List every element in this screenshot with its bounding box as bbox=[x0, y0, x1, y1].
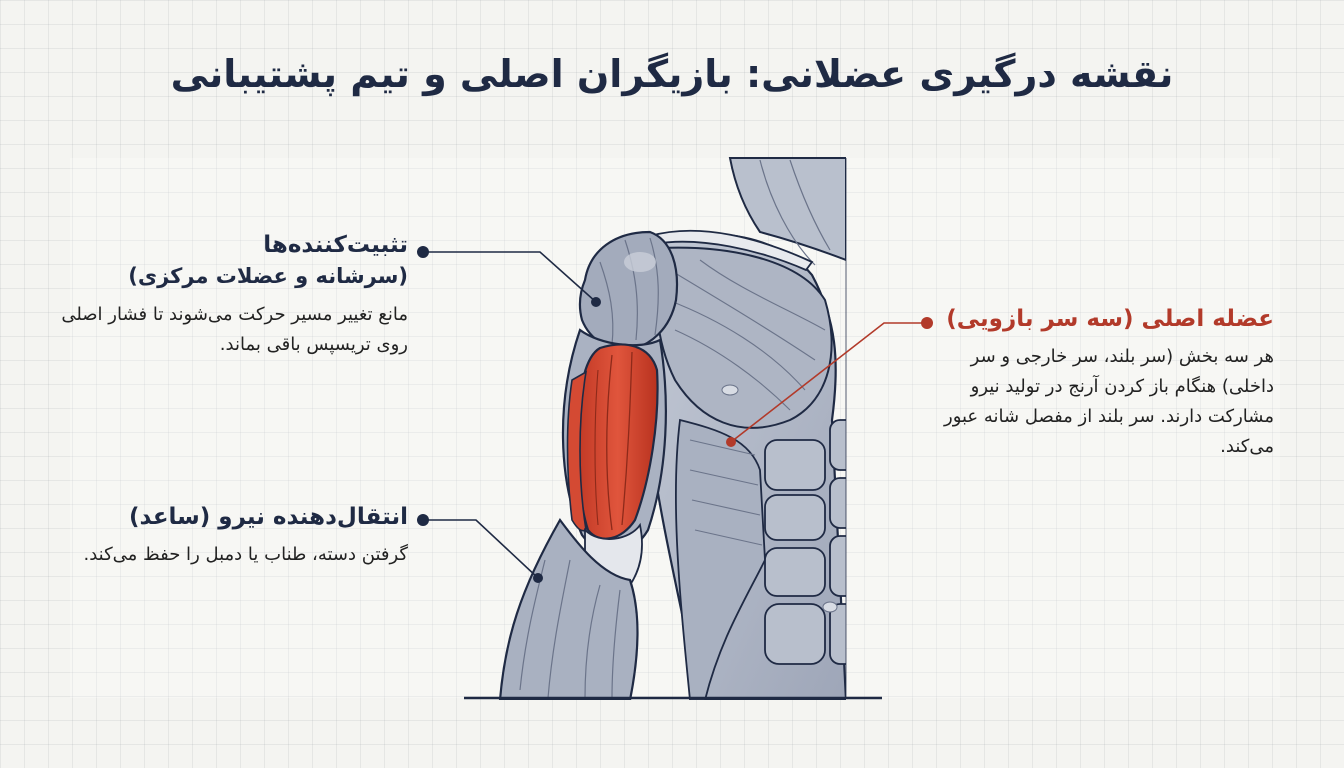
callout-prime-mover: عضله اصلی (سه سر بازویی) هر سه بخش (سر ب… bbox=[944, 304, 1274, 462]
page-title: نقشه درگیری عضلانی: بازیگران اصلی و تیم … bbox=[170, 52, 1174, 96]
prime-mover-heading: عضله اصلی (سه سر بازویی) bbox=[946, 306, 1274, 332]
stabilizers-body: مانع تغییر مسیر حرکت می‌شوند تا فشار اصل… bbox=[61, 304, 408, 355]
forearm-muscle bbox=[498, 518, 639, 700]
abdominal-muscles bbox=[764, 419, 846, 665]
callout-stabilizers: تثبیت‌کننده‌ها (سرشانه و عضلات مرکزی) ما… bbox=[48, 230, 408, 360]
force-transfer-heading: انتقال‌دهنده نیرو (ساعد) bbox=[129, 504, 408, 530]
force-transfer-body: گرفتن دسته، طناب یا دمبل را حفظ می‌کند. bbox=[83, 544, 408, 565]
clavicle bbox=[648, 229, 814, 272]
stabilizers-heading: تثبیت‌کننده‌ها bbox=[263, 232, 408, 258]
callout-force-transfer: انتقال‌دهنده نیرو (ساعد) گرفتن دسته، طنا… bbox=[48, 502, 408, 570]
leader-prime-mover bbox=[726, 317, 933, 447]
leader-stabilizers bbox=[417, 246, 601, 307]
leader-force-transfer bbox=[417, 514, 543, 583]
serratus-muscle bbox=[674, 418, 766, 700]
stabilizers-subheading: (سرشانه و عضلات مرکزی) bbox=[128, 264, 408, 288]
neck-muscle bbox=[728, 157, 846, 262]
prime-mover-body: هر سه بخش (سر بلند، سر خارجی و سر داخلی)… bbox=[944, 346, 1274, 457]
